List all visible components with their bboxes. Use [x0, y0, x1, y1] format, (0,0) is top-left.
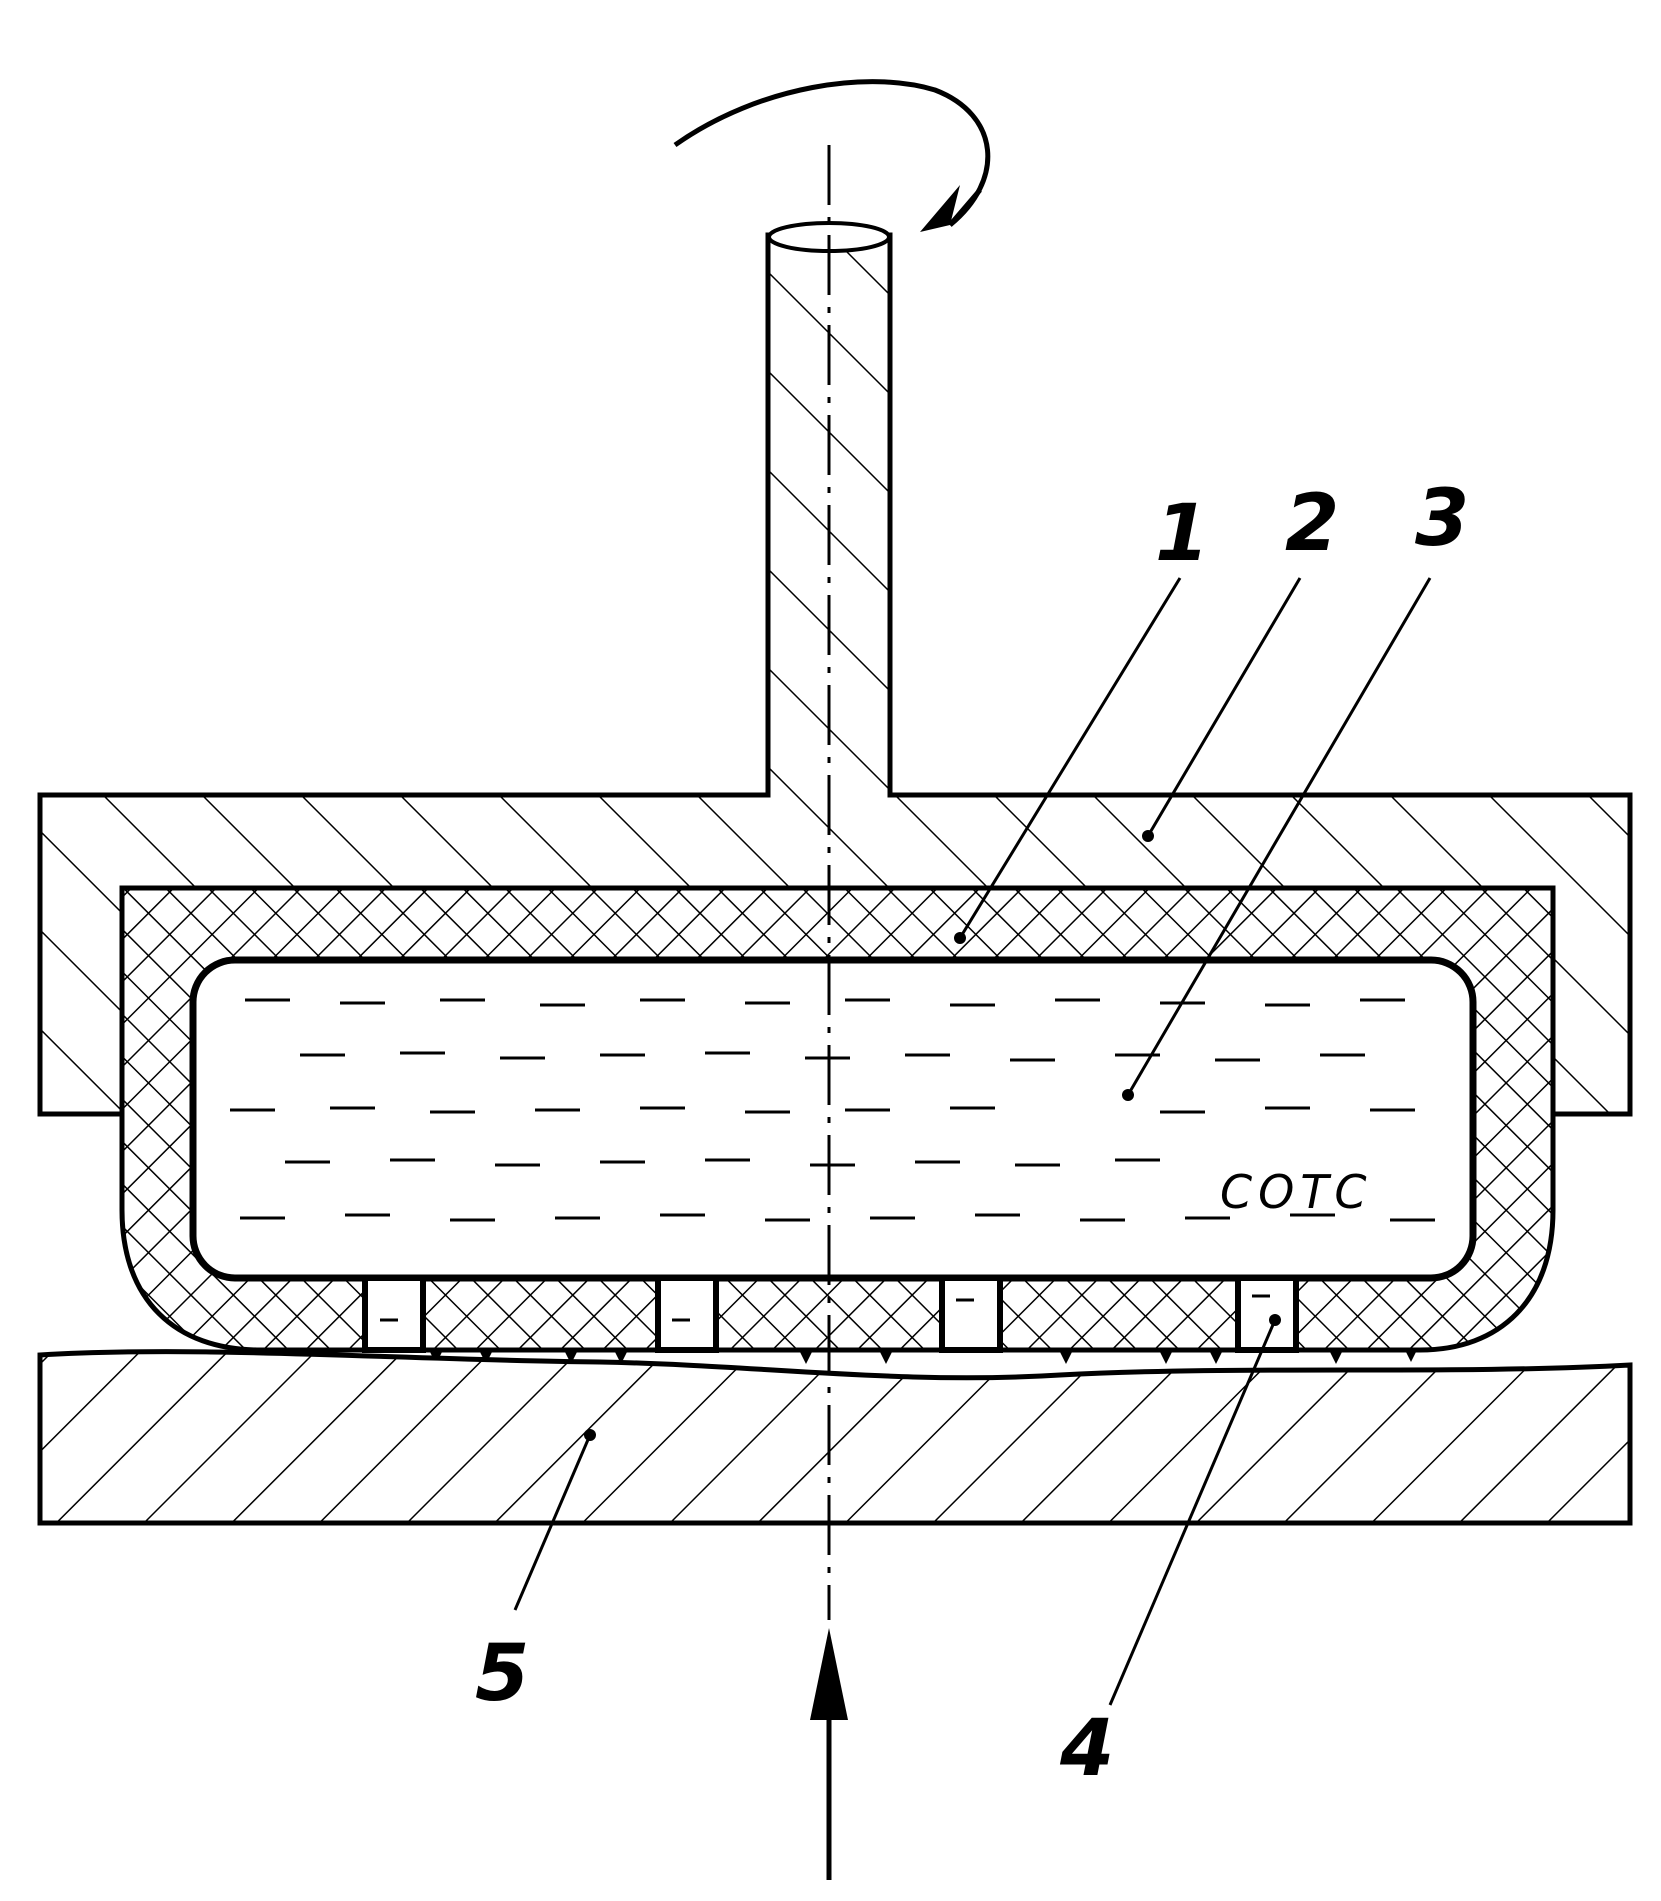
- fluid-label: СОТС: [1220, 1165, 1373, 1219]
- callout-3: 3: [1415, 474, 1469, 564]
- fluid-chamber: СОТС: [193, 960, 1473, 1278]
- callout-4: 4: [1059, 1704, 1114, 1794]
- callout-1: 1: [1155, 489, 1209, 579]
- workpiece: [40, 1352, 1630, 1523]
- feed-arrow-icon: [810, 1628, 848, 1880]
- callout-2: 2: [1285, 479, 1339, 569]
- rotation-arrow-icon: [675, 82, 988, 232]
- callout-5: 5: [475, 1629, 529, 1719]
